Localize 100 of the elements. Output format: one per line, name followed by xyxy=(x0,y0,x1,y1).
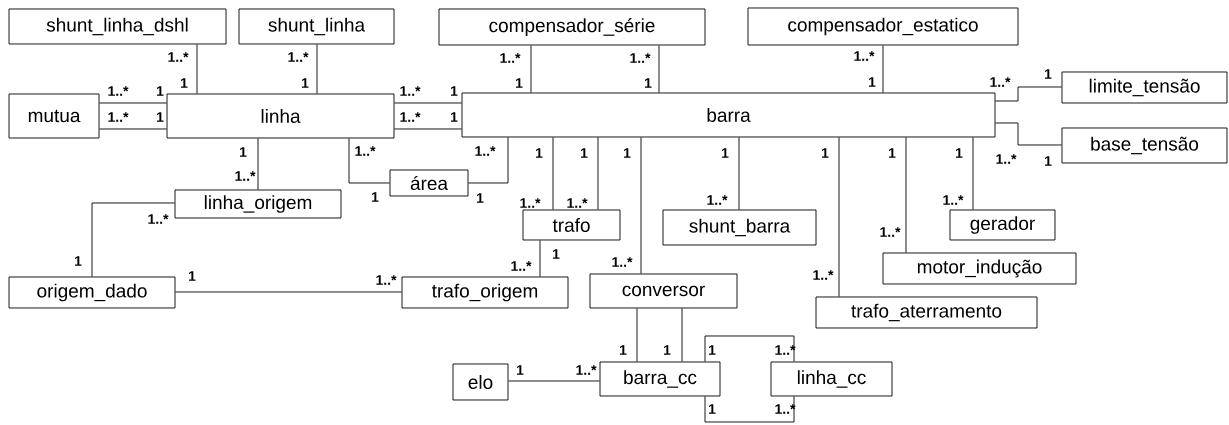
class-box: shunt_linha_dshl xyxy=(8,8,227,45)
class-box: barra xyxy=(461,92,996,138)
association-line xyxy=(530,45,532,93)
multiplicity-label: 1 xyxy=(451,86,458,96)
association-line xyxy=(348,138,390,184)
multiplicity-label: 1 xyxy=(722,148,729,158)
multiplicity-label: 1..* xyxy=(475,146,496,156)
multiplicity-label: 1 xyxy=(372,192,379,202)
association-line xyxy=(905,137,907,253)
association-line xyxy=(394,128,462,130)
multiplicity-label: 1..* xyxy=(990,77,1011,87)
class-box: compensador_estatico xyxy=(747,7,1019,46)
multiplicity-label: 1..* xyxy=(400,86,421,96)
multiplicity-label: 1..* xyxy=(520,198,541,208)
multiplicity-label: 1..* xyxy=(400,112,421,122)
association-line xyxy=(838,137,840,297)
association-line xyxy=(636,308,638,362)
association-line xyxy=(552,137,554,210)
association-line xyxy=(995,122,1062,146)
association-line xyxy=(681,308,683,362)
multiplicity-label: 1 xyxy=(620,345,627,355)
class-box: base_tensão xyxy=(1061,127,1228,164)
association-line xyxy=(640,137,642,274)
association-line xyxy=(508,380,600,382)
association-line xyxy=(704,335,795,362)
multiplicity-label: 1 xyxy=(536,148,543,158)
association-line xyxy=(658,45,660,93)
association-line xyxy=(257,138,259,190)
association-line xyxy=(995,86,1062,102)
multiplicity-label: 1..* xyxy=(707,195,728,205)
class-box: elo xyxy=(452,363,509,401)
multiplicity-label: 1 xyxy=(189,271,196,281)
multiplicity-label: 1 xyxy=(75,256,82,266)
multiplicity-label: 1..* xyxy=(880,227,901,237)
multiplicity-label: 1..* xyxy=(630,53,651,63)
multiplicity-label: 1 xyxy=(645,78,652,88)
class-box: compensador_série xyxy=(438,8,706,46)
multiplicity-label: 1 xyxy=(517,365,524,375)
multiplicity-label: 1 xyxy=(869,77,876,87)
multiplicity-label: 1..* xyxy=(943,195,964,205)
class-box: limite_tensão xyxy=(1061,71,1228,104)
association-line xyxy=(704,396,795,423)
class-box: motor_indução xyxy=(882,252,1077,285)
association-line xyxy=(196,44,198,94)
association-line xyxy=(394,102,462,104)
multiplicity-label: 1..* xyxy=(108,112,129,122)
class-box: barra_cc xyxy=(599,361,721,397)
multiplicity-label: 1 xyxy=(240,147,247,157)
class-box: shunt_linha xyxy=(238,8,395,45)
multiplicity-label: 1..* xyxy=(854,51,875,61)
class-box: conversor xyxy=(589,273,738,309)
multiplicity-label: 1..* xyxy=(813,270,834,280)
multiplicity-label: 1..* xyxy=(511,261,532,271)
multiplicity-label: 1..* xyxy=(775,345,796,355)
multiplicity-label: 1 xyxy=(553,249,560,259)
association-line xyxy=(882,45,884,93)
class-box: mutua xyxy=(8,93,100,139)
multiplicity-label: 1 xyxy=(956,148,963,158)
association-line xyxy=(539,240,541,277)
class-box: linha xyxy=(166,93,395,139)
multiplicity-label: 1..* xyxy=(500,53,521,63)
multiplicity-label: 1..* xyxy=(168,52,189,62)
multiplicity-label: 1 xyxy=(1045,156,1052,166)
multiplicity-label: 1 xyxy=(822,148,829,158)
multiplicity-label: 1 xyxy=(516,78,523,88)
association-line xyxy=(91,202,175,277)
association-line xyxy=(99,128,167,130)
multiplicity-label: 1..* xyxy=(996,154,1017,164)
multiplicity-label: 1 xyxy=(889,148,896,158)
multiplicity-label: 1 xyxy=(157,86,164,96)
association-line xyxy=(597,137,599,210)
multiplicity-label: 1..* xyxy=(775,404,796,414)
association-line xyxy=(738,137,740,210)
association-line xyxy=(468,137,509,184)
multiplicity-label: 1..* xyxy=(235,171,256,181)
multiplicity-label: 1 xyxy=(1045,69,1052,79)
class-box: gerador xyxy=(949,209,1056,241)
multiplicity-label: 1..* xyxy=(355,146,376,156)
multiplicity-label: 1..* xyxy=(108,86,129,96)
multiplicity-label: 1 xyxy=(709,345,716,355)
multiplicity-label: 1..* xyxy=(567,198,588,208)
class-box: trafo_origem xyxy=(401,276,569,309)
multiplicity-label: 1 xyxy=(477,193,484,203)
multiplicity-label: 1..* xyxy=(376,275,397,285)
multiplicity-label: 1 xyxy=(157,112,164,122)
class-box: linha_origem xyxy=(174,189,342,219)
class-box: linha_cc xyxy=(770,361,893,397)
association-line xyxy=(175,291,402,293)
multiplicity-label: 1 xyxy=(181,78,188,88)
multiplicity-label: 1 xyxy=(709,404,716,414)
association-line xyxy=(972,137,974,210)
multiplicity-label: 1 xyxy=(664,345,671,355)
multiplicity-label: 1..* xyxy=(576,365,597,375)
multiplicity-label: 1..* xyxy=(288,52,309,62)
multiplicity-label: 1..* xyxy=(148,214,169,224)
multiplicity-label: 1 xyxy=(451,112,458,122)
class-box: área xyxy=(389,169,469,197)
multiplicity-label: 1 xyxy=(624,148,631,158)
association-line xyxy=(99,102,167,104)
class-box: trafo_aterramento xyxy=(815,296,1038,329)
